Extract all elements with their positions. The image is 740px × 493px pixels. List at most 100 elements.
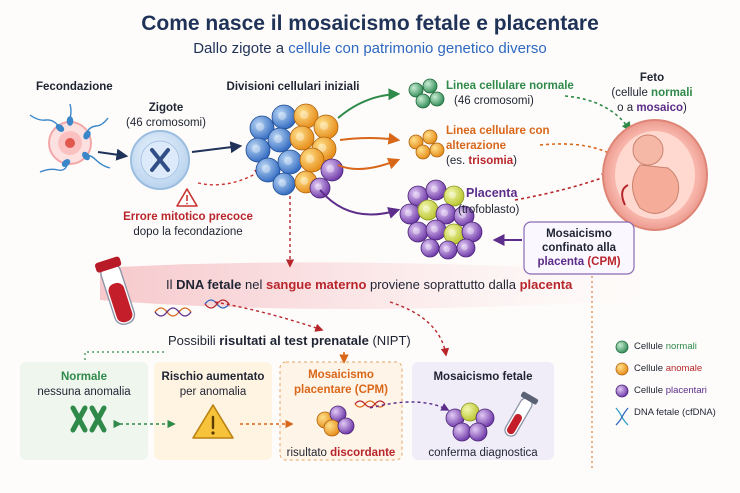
- test-tube-icon: [504, 391, 539, 437]
- division-nucleus: [300, 110, 309, 120]
- arrow-fecondazione-zigote: [97, 148, 129, 161]
- warning-icon: [176, 188, 198, 207]
- altered-cells-icon: [408, 129, 445, 160]
- chromosome-normal-icon: [70, 405, 107, 433]
- banner-text: Il DNA fetale nel sangue materno provien…: [166, 277, 573, 292]
- placenta-cell: [456, 238, 476, 258]
- arrow-to-alteration-line: [339, 132, 401, 145]
- placenta-cell: [443, 185, 465, 207]
- label-normal-line-sub: (46 cromosomi): [454, 95, 534, 107]
- arrow-to-alteration-line-2: [337, 157, 401, 170]
- division-nucleus: [300, 177, 309, 185]
- legend-anomale: Cellule anomale: [634, 363, 703, 374]
- division-nucleus: [326, 165, 335, 173]
- legend-green-cell-icon: [615, 340, 629, 354]
- legend-purple-cell-icon: [615, 384, 629, 398]
- outcome-fetale-sub: conferma diagnostica: [428, 447, 538, 459]
- label-alteration-line-2: alterazione: [446, 140, 507, 152]
- label-feto-sub: (cellule normali: [611, 87, 693, 99]
- blood-tube-icon: [94, 256, 136, 325]
- sperm-cell-icon: [29, 103, 111, 173]
- placenta-nucleus: [467, 227, 474, 235]
- arrow-placenta-feto: [514, 173, 612, 201]
- division-cell: [245, 137, 271, 163]
- label-divisioni: Divisioni cellulari iniziali: [226, 81, 360, 93]
- arrow-normal-feto: [564, 95, 632, 132]
- placenta-nucleus: [459, 211, 466, 219]
- placenta-nucleus: [413, 227, 420, 235]
- cpm-box: [523, 221, 635, 275]
- division-cell: [289, 125, 315, 151]
- division-nucleus: [296, 132, 305, 141]
- placenta-nucleus: [425, 243, 432, 251]
- division-nucleus: [320, 121, 329, 130]
- label-placenta-sub: (trofoblasto): [458, 204, 520, 216]
- arrow-zigote-divisioni: [191, 141, 243, 154]
- division-cell: [299, 147, 325, 173]
- legend-dna: DNA fetale (cfDNA): [634, 407, 716, 418]
- label-errore: Errore mitotico precoce: [123, 211, 253, 223]
- banner-band: [100, 262, 640, 309]
- label-placenta: Placenta: [466, 186, 518, 200]
- egg-cell-icon: [48, 121, 92, 165]
- division-cell: [309, 177, 331, 199]
- division-nucleus: [278, 111, 287, 121]
- label-zigote-sub: (46 cromosomi): [126, 117, 206, 129]
- nipt-heading: Possibili risultati al test prenatale (N…: [168, 333, 411, 348]
- arrow-errore-divisioni: [197, 169, 264, 186]
- division-nucleus: [274, 134, 283, 143]
- cpm-mini-cluster: [316, 400, 386, 437]
- fetus-icon: [602, 119, 708, 231]
- outcome-cpm-title: Mosaicismo: [308, 369, 374, 381]
- warning-big-icon: [192, 404, 234, 439]
- legend-orange-cell-icon: [615, 362, 629, 376]
- placenta-nucleus: [449, 191, 456, 199]
- placenta-nucleus: [431, 185, 438, 193]
- label-zigote: Zigote: [148, 102, 184, 114]
- label-normal-line: Linea cellulare normale: [446, 80, 574, 92]
- legend-dna-icon: [615, 407, 629, 426]
- cpm-box-line1: Mosaicismo: [546, 228, 612, 240]
- arrow-to-placenta: [319, 189, 401, 219]
- division-nucleus: [318, 143, 327, 152]
- chromosome-icon: [130, 130, 190, 190]
- connector-nipt-normale: [84, 351, 165, 360]
- legend-normali: Cellule normali: [634, 341, 697, 352]
- division-nucleus: [252, 144, 261, 153]
- cpm-box-line3: placenta (CPM): [537, 256, 621, 268]
- division-nucleus: [278, 179, 287, 187]
- cell-cluster-divisioni: [245, 103, 344, 199]
- legend-placentari: Cellule placentari: [634, 385, 707, 396]
- division-nucleus: [262, 164, 271, 173]
- label-feto: Feto: [639, 72, 665, 84]
- arrow-banner-fetale: [389, 301, 450, 357]
- placenta-cell-cluster: [399, 179, 483, 260]
- outcome-normale-title: Normale: [60, 371, 108, 383]
- division-nucleus: [284, 156, 293, 165]
- cpm-box-line2: confinato alla: [541, 242, 617, 254]
- placenta-nucleus: [443, 245, 450, 253]
- page-subtitle: Dallo zigote a cellule con patrimonio ge…: [193, 40, 547, 57]
- label-fecondazione: Fecondazione: [36, 81, 113, 93]
- placenta-nucleus: [405, 209, 412, 217]
- division-nucleus: [315, 183, 322, 191]
- outcome-rischio-sub: per anomalia: [179, 386, 247, 398]
- label-errore-sub: dopo la fecondazione: [133, 226, 243, 238]
- division-nucleus: [306, 154, 315, 163]
- label-feto-sub2: o a mosaico): [617, 102, 687, 114]
- placenta-nucleus: [431, 225, 438, 233]
- page-title: Come nasce il mosaicismo fetale e placen…: [141, 12, 599, 35]
- placenta-nucleus: [423, 205, 430, 213]
- division-nucleus: [256, 122, 265, 131]
- arrow-banner-nipt: [214, 301, 324, 332]
- normal-cells-icon: [408, 78, 445, 109]
- outcome-cpm-title2: placentare (CPM): [294, 384, 388, 396]
- label-alteration-line: Linea cellulare con: [446, 125, 550, 137]
- outcome-cpm-result: risultato discordante: [286, 447, 396, 459]
- division-cell: [320, 158, 344, 182]
- label-alteration-example: (es. trisomia): [446, 155, 517, 167]
- fetale-mini-cluster: [445, 402, 495, 442]
- division-cell: [255, 157, 281, 183]
